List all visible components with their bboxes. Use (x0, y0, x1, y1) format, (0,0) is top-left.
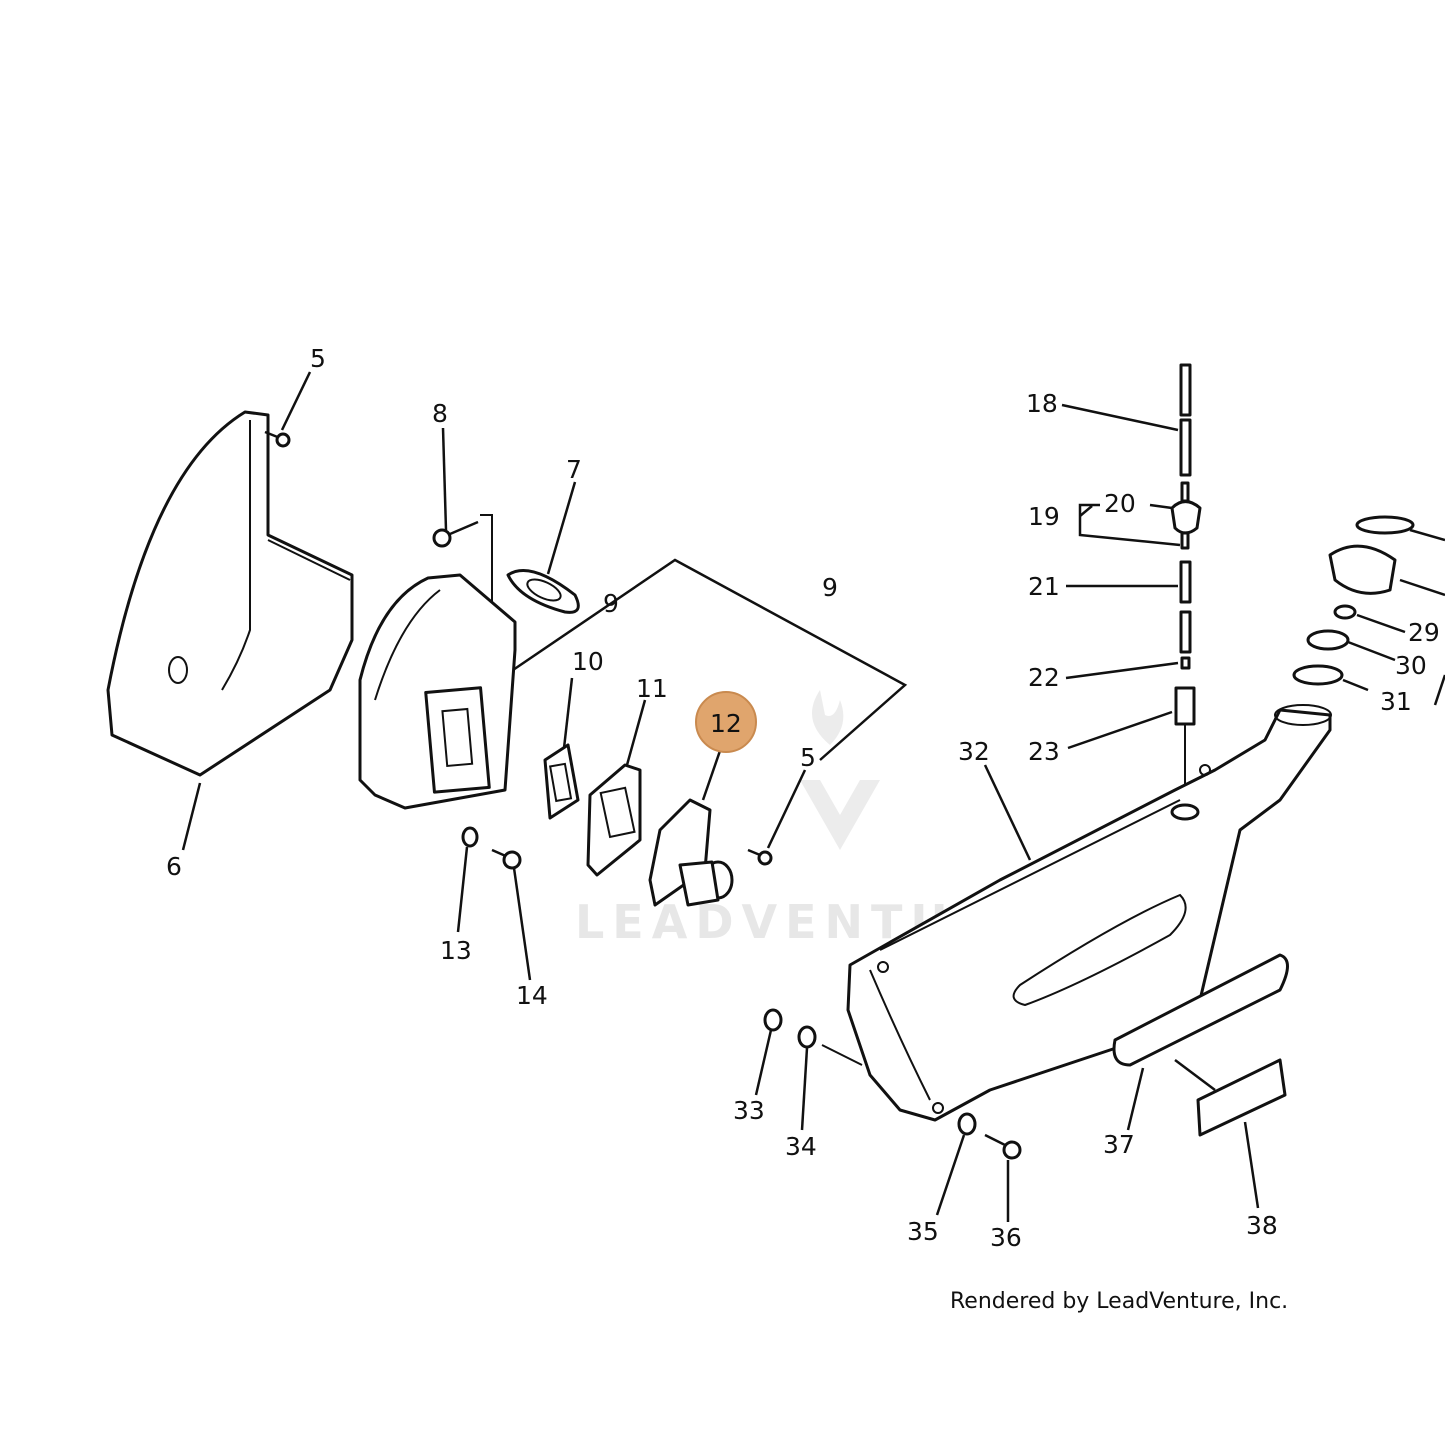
callout-38[interactable]: 38 (1246, 1211, 1278, 1240)
callout-14[interactable]: 14 (516, 981, 548, 1010)
callout-31[interactable]: 31 (1380, 687, 1412, 716)
part-29-nut (1333, 604, 1357, 620)
callout-23[interactable]: 23 (1028, 737, 1060, 766)
callout-32[interactable]: 32 (958, 737, 990, 766)
callout-36[interactable]: 36 (990, 1223, 1022, 1252)
credit-text: Rendered by LeadVenture, Inc. (950, 1289, 1289, 1314)
callout-34[interactable]: 34 (785, 1132, 817, 1161)
callout-6[interactable]: 6 (166, 852, 182, 881)
part-36-bolt (984, 1133, 1022, 1160)
part-23-fitting (1174, 686, 1196, 795)
part-21-hose (1179, 560, 1192, 654)
callout-12[interactable]: 12 (710, 709, 742, 738)
part-22-clip (1180, 656, 1191, 670)
callout-19[interactable]: 19 (1028, 502, 1060, 531)
callout-13[interactable]: 13 (440, 936, 472, 965)
callout-11[interactable]: 11 (636, 674, 668, 703)
part-38-pad (1196, 1058, 1287, 1137)
part-35-washer (957, 1112, 977, 1136)
callout-10[interactable]: 10 (572, 647, 604, 676)
part-5-bolt-mid (747, 848, 773, 866)
callout-37[interactable]: 37 (1103, 1130, 1135, 1159)
part-31-ring (1292, 664, 1344, 686)
callout-22[interactable]: 22 (1028, 663, 1060, 692)
part-20-filter (1170, 481, 1202, 550)
callout-30[interactable]: 30 (1395, 651, 1427, 680)
callout-18[interactable]: 18 (1026, 389, 1058, 418)
callout-20[interactable]: 20 (1104, 489, 1136, 518)
part-10-gasket (543, 743, 580, 820)
part-9-bracket (512, 558, 908, 761)
callout-9a[interactable]: 9 (603, 589, 619, 618)
callout-35[interactable]: 35 (907, 1217, 939, 1246)
part-32-tank (846, 704, 1332, 1122)
callout-labels: 5 8 7 9 9 10 11 12 5 6 13 14 18 19 20 21… (166, 344, 1440, 1252)
part-14-bolt (491, 848, 522, 870)
callout-9b[interactable]: 9 (822, 573, 838, 602)
callout-29[interactable]: 29 (1408, 618, 1440, 647)
part-cap (1328, 515, 1415, 595)
callout-21[interactable]: 21 (1028, 572, 1060, 601)
callout-8[interactable]: 8 (432, 399, 448, 428)
part-37-pad (1112, 953, 1289, 1067)
part-5-bolt (264, 430, 291, 448)
callout-5a[interactable]: 5 (310, 344, 326, 373)
part-housing (358, 573, 517, 810)
highlight-callout-12 (695, 691, 757, 753)
part-30-seal (1306, 629, 1350, 651)
part-8-bolt (432, 514, 493, 630)
callout-7[interactable]: 7 (566, 455, 582, 484)
part-18-hose (1179, 363, 1192, 477)
part-11-plate (586, 763, 642, 877)
part-7-gasket (506, 569, 580, 614)
leader-lines (181, 371, 1445, 1222)
callout-33[interactable]: 33 (733, 1096, 765, 1125)
part-6-cover (106, 410, 354, 777)
part-13-washer (461, 826, 479, 848)
part-12-outlet (648, 798, 734, 907)
part-34-washer (797, 1025, 863, 1066)
part-33-grommet (763, 1008, 783, 1032)
watermark-logo-icon (800, 690, 880, 850)
callout-5b[interactable]: 5 (800, 743, 816, 772)
